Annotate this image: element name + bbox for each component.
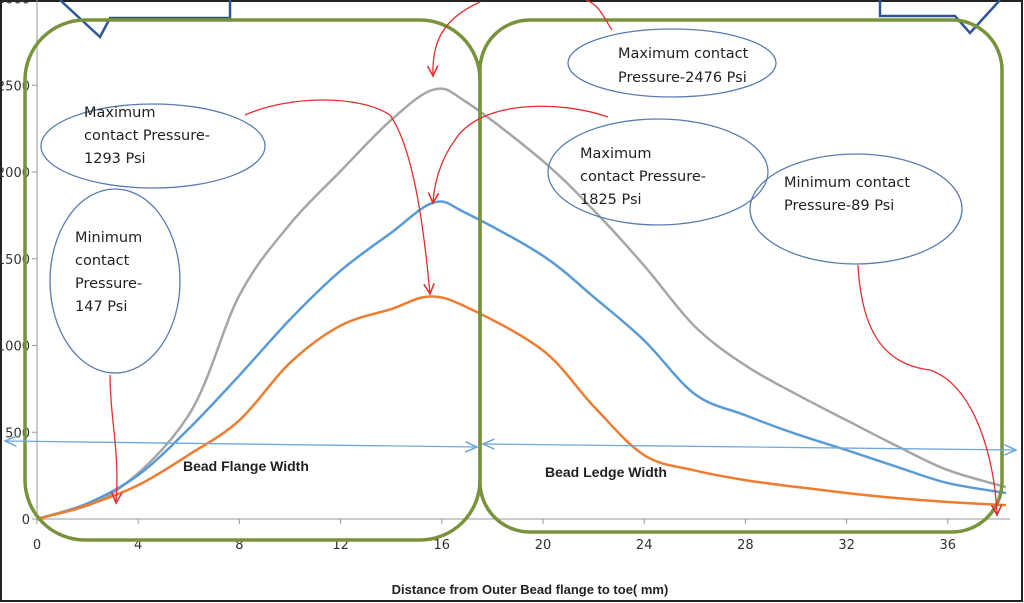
annotation-max-1293-bubble bbox=[40, 103, 266, 189]
annotation-max-1825-bubble bbox=[547, 118, 769, 226]
annotation-min-147-bubble bbox=[49, 188, 181, 374]
ann-min-89-line: Minimum contact bbox=[784, 175, 910, 191]
annotation-min-89-bubble bbox=[749, 153, 963, 265]
bead-flange-width-arrow bbox=[5, 441, 477, 447]
ann-max-2476-line: Maximum contact bbox=[618, 46, 749, 62]
annotation-max-2476-bubble bbox=[567, 28, 777, 98]
callout-arrow-left-shape bbox=[59, 0, 232, 40]
arrow-to-gray-peak bbox=[433, 1, 481, 76]
arrow-to-left-minimum bbox=[109, 374, 117, 503]
y-tick-label: 1000 bbox=[0, 340, 30, 355]
arrow-to-right-minimum bbox=[857, 264, 997, 515]
y-tick-label: 1500 bbox=[0, 253, 30, 268]
ann-min-147-line: Minimum bbox=[75, 230, 142, 246]
x-tick-label: 24 bbox=[636, 538, 653, 553]
bead-ledge-width-arrow bbox=[483, 444, 1016, 450]
callout-arrow-right-shape bbox=[878, 0, 1001, 35]
ann-max-1293-line: Maximum bbox=[84, 105, 155, 121]
x-tick-label: 16 bbox=[434, 538, 451, 553]
y-tick-label: 2500 bbox=[0, 79, 30, 94]
arrow-to-blue-peak bbox=[433, 105, 609, 203]
ann-max-1825-line: 1825 Psi bbox=[580, 192, 642, 208]
x-tick-label: 36 bbox=[940, 538, 957, 553]
y-tick-label: 2000 bbox=[0, 166, 30, 181]
bead-ledge-region bbox=[478, 18, 1004, 534]
ann-max-1293-line: contact Pressure- bbox=[84, 128, 210, 144]
ann-min-89-line: Pressure-89 Psi bbox=[784, 198, 894, 214]
ann-min-147-line: 147 Psi bbox=[75, 299, 127, 315]
x-tick-label: 8 bbox=[235, 538, 243, 553]
ann-max-1825-line: Maximum bbox=[580, 146, 651, 162]
ann-max-1293-line: 1293 Psi bbox=[84, 151, 146, 167]
ann-max-2476-line: Pressure-2476 Psi bbox=[618, 70, 747, 86]
ann-min-147-line: Pressure- bbox=[75, 276, 142, 292]
x-axis-title: Distance from Outer Bead flange to toe( … bbox=[392, 582, 669, 597]
series-line-gray bbox=[36, 87, 1007, 521]
ann-min-147-line: contact bbox=[75, 253, 130, 269]
y-tick-label: 0 bbox=[22, 513, 30, 528]
arrow-tail-gray bbox=[585, 0, 613, 31]
x-tick-label: 32 bbox=[838, 538, 855, 553]
ann-max-1825-line: contact Pressure- bbox=[580, 169, 706, 185]
bead-ledge-width-label: Bead Ledge Width bbox=[545, 464, 667, 480]
x-tick-label: 28 bbox=[737, 538, 754, 553]
x-tick-label: 20 bbox=[535, 538, 552, 553]
x-tick-label: 0 bbox=[33, 538, 41, 553]
x-tick-label: 4 bbox=[134, 538, 142, 553]
annotation-arrows bbox=[109, 0, 997, 515]
bead-flange-width-label: Bead Flange Width bbox=[183, 458, 309, 474]
y-tick-label: 3000 bbox=[0, 0, 30, 8]
arrow-to-orange-peak bbox=[244, 99, 430, 294]
